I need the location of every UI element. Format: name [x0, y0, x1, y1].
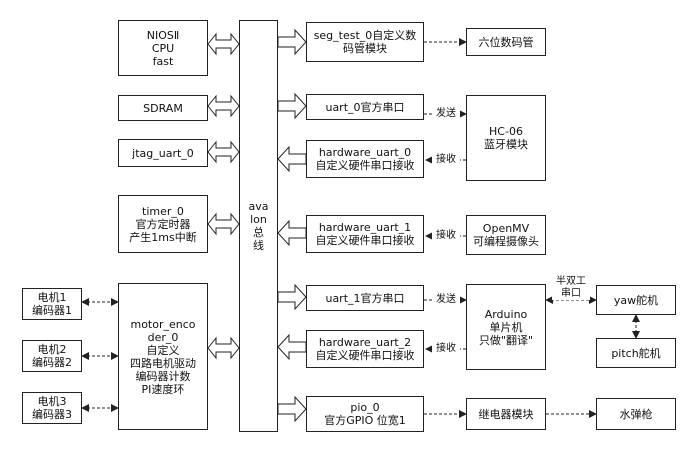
avalon-bus: ava lon 总 线	[239, 20, 278, 432]
motor3-block: 电机3 编码器3	[22, 392, 82, 424]
hardware-uart0-block: hardware_uart_0 自定义硬件串口接收	[306, 140, 424, 178]
receive-label-arduino: 接收	[432, 343, 460, 355]
half-duplex-label: 半双工 串口	[552, 276, 590, 300]
jtag-uart-block: jtag_uart_0	[118, 139, 208, 167]
seven-seg-display-block: 六位数码管	[466, 28, 546, 56]
uart1-block: uart_1官方串口	[306, 285, 424, 311]
hc06-bluetooth-block: HC-06 蓝牙模块	[466, 95, 546, 181]
hardware-uart1-block: hardware_uart_1 自定义硬件串口接收	[306, 215, 424, 253]
receive-label-openmv: 接收	[432, 230, 460, 242]
seg-test-block: seg_test_0自定义数 码管模块	[306, 22, 424, 62]
sdram-block: SDRAM	[118, 95, 208, 121]
left-bus-arrows	[207, 32, 240, 360]
pio-block: pio_0 官方GPIO 位宽1	[306, 396, 424, 432]
relay-module-block: 继电器模块	[466, 398, 546, 430]
send-label-bt: 发送	[432, 108, 460, 120]
pitch-servo-block: pitch舵机	[596, 338, 676, 368]
water-gun-block: 水弹枪	[596, 398, 676, 430]
right-bus-arrows	[277, 28, 307, 423]
arduino-block: Arduino 单片机 只做"翻译"	[466, 284, 546, 370]
timer-block: timer_0 官方定时器 产生1ms中断	[118, 195, 208, 253]
nios-cpu-block: NIOSⅡ CPU fast	[118, 20, 208, 76]
uart0-block: uart_0官方串口	[306, 94, 424, 120]
motor1-block: 电机1 编码器1	[22, 288, 82, 320]
receive-label-bt: 接收	[432, 154, 460, 166]
motor-encoder-block: motor_enco der_0 自定义 四路电机驱动 编码器计数 PI速度环	[118, 283, 208, 430]
motor2-block: 电机2 编码器2	[22, 340, 82, 372]
send-label-arduino: 发送	[432, 294, 460, 306]
hardware-uart2-block: hardware_uart_2 自定义硬件串口接收	[306, 330, 424, 368]
yaw-servo-block: yaw舵机	[596, 285, 676, 315]
openmv-camera-block: OpenMV 可编程摄像头	[466, 215, 546, 255]
